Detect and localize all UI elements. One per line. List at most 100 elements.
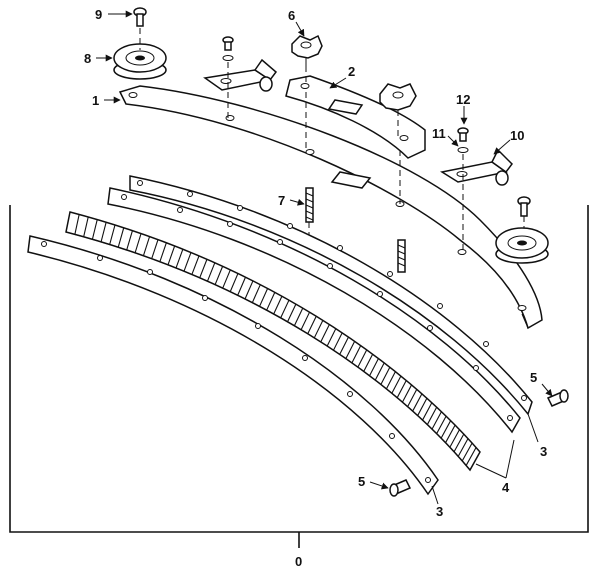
callout-labels: 0 1 2 3 3 4 5 5 6 7 8 9 10 11 12 [84,7,547,569]
callout-8: 8 [84,51,91,66]
bristle-line [300,311,311,330]
bristle-line [287,303,297,323]
callout-7: 7 [278,193,285,208]
bristle-line [280,299,290,319]
bristle-line [244,280,254,300]
leader-lines [96,10,553,505]
bristle-line [134,233,142,254]
bristle-line [333,332,343,351]
callout-12: 12 [456,92,470,107]
top-plate [285,75,426,159]
bristle-line [175,249,184,269]
wheel-right [495,227,549,264]
bristle-line [351,345,362,364]
bristle-line [91,219,98,240]
bristle-line [259,288,269,307]
callout-0: 0 [295,554,302,569]
bristle-line [74,214,80,235]
bristle-line [307,316,317,334]
bristle-line [357,349,368,368]
assembly-lines [139,28,525,252]
wheel-left [113,43,167,80]
bristle-line [142,236,151,256]
bristle-line [457,438,469,457]
bristle-line [453,433,465,453]
bristle-line [401,384,413,403]
bristle-line [251,284,261,303]
bristle-line [391,375,402,394]
screw-lower-left [389,479,412,497]
bristle-line [83,216,89,237]
roller-bracket-left [203,58,278,92]
bristle-line [199,259,208,279]
curved-strip-front [27,235,439,496]
bristle-line [151,239,159,259]
bristle-line [326,328,337,347]
bristle-line [266,292,276,311]
callout-6: 6 [288,8,295,23]
callout-11: 11 [432,126,446,141]
callout-3-left: 3 [436,504,443,519]
callout-5-right: 5 [530,370,537,385]
bristle-line [396,380,407,398]
bristle-line [273,296,283,315]
bristle-line [222,269,231,289]
bristle-line [449,429,460,448]
bristle-line [313,320,324,339]
bristle-line [167,245,176,266]
callout-4: 4 [502,480,510,495]
bristle-line [183,252,192,272]
threaded-stud-2 [397,239,406,273]
bristle-line [109,224,116,245]
bristle-line [461,442,473,462]
bristle-line [380,367,391,385]
callout-3-right: 3 [540,444,547,459]
bristle-line [117,227,125,248]
screw-wheel-right [517,196,531,217]
threaded-stud-1 [305,187,314,223]
screw-lower-right [546,389,569,407]
star-knob-1 [291,34,323,66]
bristle-line [407,389,418,407]
bristle-line [159,242,167,262]
screw-bracket-right [457,127,469,153]
bristle-line [339,336,349,355]
star-knob-2 [379,83,417,111]
screw-top-left [133,7,147,27]
bristle-line [345,341,356,359]
bristle-line [417,398,428,416]
bristle-line [100,222,107,243]
bristle-line [431,411,442,430]
bristle-line [229,273,239,292]
bristle-line [422,402,433,421]
bristle-line [237,277,246,296]
callout-1: 1 [92,93,99,108]
bristle-line [126,230,133,251]
bristle-line [374,362,385,381]
bristle-line [436,415,447,434]
bristle-line [369,358,379,376]
bristle-line [412,393,423,412]
bristle-line [214,266,224,285]
bristle-line [445,424,456,443]
roller-bracket-right [440,148,513,186]
bristle-line [385,371,396,390]
bristle-line [191,255,200,275]
callout-5-left: 5 [358,474,365,489]
bristle-strip [65,211,481,472]
curved-strip-mid [107,187,521,434]
bristle-line [363,353,374,372]
screw-bracket-left [222,36,234,61]
assembly-bracket [9,205,589,548]
callout-9: 9 [95,7,102,22]
bristle-line [293,307,304,326]
support-bar [118,85,543,330]
bristle-line [426,406,438,425]
callout-2: 2 [348,64,355,79]
bristle-line [440,420,452,439]
bristle-line [465,447,477,466]
bristle-line [206,262,216,282]
callout-10: 10 [510,128,524,143]
bristle-line [320,324,330,343]
